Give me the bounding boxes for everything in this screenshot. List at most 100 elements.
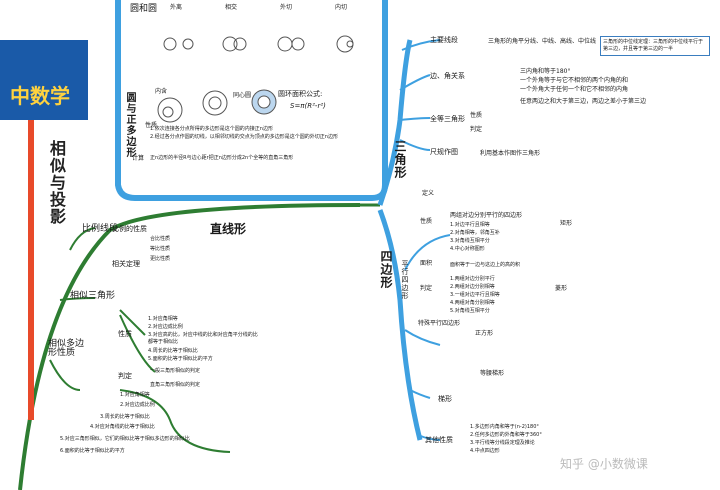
prop-segments: 比例线段 xyxy=(82,224,119,234)
nature-3: 3.对角线互相平分 xyxy=(450,238,490,244)
tri-branch-2 xyxy=(399,74,431,91)
tri-branch-4 xyxy=(399,139,431,151)
quad-branch-4 xyxy=(417,434,441,441)
angle-sum: 三内角和等于180° xyxy=(520,68,571,75)
prop-1: 合比性质 xyxy=(150,236,171,242)
nature-label: 性质 xyxy=(420,218,433,225)
sim-nature: 性质 xyxy=(118,330,132,338)
rel-1: 外离 xyxy=(170,4,183,11)
sim-2: 2.对应边成比例 xyxy=(148,324,183,330)
poly-4: 4.对应对角线的比等于相似比 xyxy=(90,424,155,430)
area-text: 面积等于一边与这边上的高的积 xyxy=(450,262,521,268)
similar-triangles: 相似三角形 xyxy=(70,291,116,301)
exterior2: 一个外角大于任何一个和它不相邻的内角 xyxy=(520,86,629,93)
red-spine xyxy=(28,120,34,420)
define-label: 定义 xyxy=(422,190,435,197)
prop-3: 更比性质 xyxy=(150,256,171,262)
special-label: 特殊平行四边形 xyxy=(418,320,461,327)
rel-4: 内切 xyxy=(335,4,348,11)
judge-5: 5.对角线互相平分 xyxy=(450,308,490,314)
other-4: 4.中点四边形 xyxy=(470,448,500,454)
define-text: 两组对边分别平行的四边形 xyxy=(450,212,523,219)
parallelogram-label: 平行四边形 xyxy=(400,260,409,303)
rel-6: 同心圆 xyxy=(233,92,252,99)
other-2: 2.任何多边形的外角和等于360° xyxy=(470,432,542,438)
sim-judge-branch xyxy=(119,314,156,373)
poly-3: 3.周长的比等于相似比 xyxy=(100,414,150,420)
logo-text: 中数学 xyxy=(10,84,70,108)
related-concepts: 相关定理 xyxy=(112,260,140,268)
rect-label: 矩形 xyxy=(560,220,573,227)
sim-5: 5.面积的比等于相似比的平方 xyxy=(148,356,213,362)
sim-1: 1.对应角相等 xyxy=(148,316,178,322)
midline-note: 三角形的中位线定理：三角形的中位线平行于第三边，并且等于第三边的一半 xyxy=(600,36,710,56)
ring-icon xyxy=(251,89,277,115)
left-title: 相似与投影 xyxy=(47,140,66,225)
poly-2: 2.对应边成比例 xyxy=(120,402,155,408)
props-text: 1.依次连接各分点所得的多边形是这个圆的内接正n边形 xyxy=(150,126,273,132)
parallelogram-text: 平行四边形 xyxy=(401,260,409,300)
circle-side-label: 圆和圆 xyxy=(130,4,158,14)
quad-trunk xyxy=(377,209,423,441)
congruent-judge: 判定 xyxy=(470,126,483,133)
ruler-text: 利用基本作图作三角形 xyxy=(480,150,541,157)
prop-props: 比例的性质 xyxy=(112,225,147,233)
area-label: 面积 xyxy=(420,260,433,267)
poly-1: 1.对应角相等 xyxy=(120,392,150,398)
judge-label: 判定 xyxy=(420,285,433,292)
triangle-title: 三角形 xyxy=(392,140,409,182)
ring-area-formula: S=π(R²-r²) xyxy=(290,102,326,110)
congruent-prop: 性质 xyxy=(470,112,483,119)
other-1: 1.多边形内角和等于(n-2)180° xyxy=(470,424,539,430)
nature-4: 4.中心对称图形 xyxy=(450,246,485,252)
judge-1: 1.两组对边分别平行 xyxy=(450,276,495,282)
quad-branch-2 xyxy=(404,329,441,346)
circle-relations: 外离 相交 外切 内切 xyxy=(150,4,380,53)
concentric-circle-icon xyxy=(202,90,228,116)
quad-title: 四边形 xyxy=(378,250,395,292)
left-branch-1 xyxy=(69,227,96,251)
sim-4: 4.周长的比等于相似比 xyxy=(148,348,198,354)
left-trunk xyxy=(18,203,361,490)
tri-branch-3 xyxy=(399,117,431,121)
square-label: 正方形 xyxy=(475,330,494,337)
polygon-title: 圆与正多边形 xyxy=(124,92,135,158)
rel-3: 外切 xyxy=(280,4,293,11)
quad-branch-1 xyxy=(404,234,451,271)
quad-branch-3 xyxy=(409,389,431,399)
rel-2: 相交 xyxy=(225,4,238,11)
triangle-title-text: 三角形 xyxy=(393,140,407,179)
sim-3: 3.对应高的比，对应中线的比和对应角平分线的比都等于相似比 xyxy=(148,332,258,345)
prop-2: 等比性质 xyxy=(150,246,171,252)
right-judge: 直角三角形相似的判定 xyxy=(150,382,201,388)
polygon-branch xyxy=(119,389,231,453)
logo-panel: 中数学 xyxy=(0,40,88,120)
sim-nature-branch xyxy=(119,309,146,336)
judge-3: 3.一组对边平行且相等 xyxy=(450,292,500,298)
calc-label: 计算 xyxy=(132,155,145,162)
watermark: 知乎 @小数微课 xyxy=(560,457,648,471)
judge-4: 4.两组对角分别相等 xyxy=(450,300,495,306)
isosceles-label: 等腰梯形 xyxy=(480,370,505,377)
sim-judge: 判定 xyxy=(118,372,132,380)
straight-shape-title: 直线形 xyxy=(210,222,247,236)
nested-circle-icon xyxy=(157,97,183,123)
nature-2: 2.对角相等，邻角互补 xyxy=(450,230,500,236)
rhombus-label: 菱形 xyxy=(555,285,568,292)
main-lines-label: 主要线段 xyxy=(430,36,458,44)
quad-title-text: 四边形 xyxy=(379,250,393,289)
triangle-trunk xyxy=(377,39,413,206)
judge-2: 2.两组对边分别相等 xyxy=(450,284,495,290)
other-3: 3.平行线等分线段定理及推论 xyxy=(470,440,535,446)
calc-text: 正n边形的半径R与边心距r把正n边形分成2n个全等的直角三角形 xyxy=(150,155,294,161)
poly-6: 6.面积的比等于相似比的平方 xyxy=(60,448,125,454)
main-lines-items: 三角形的角平分线、中线、高线、中位线 xyxy=(488,38,597,45)
left-branch-2 xyxy=(59,297,96,301)
poly-5: 5.对应三角形相似，它们的相似比等于相似多边形的相似比 xyxy=(60,436,190,442)
tri-branch-1 xyxy=(401,39,441,51)
exterior: 一个外角等于与它不相邻的两个内角的和 xyxy=(520,77,629,84)
left-branch-3 xyxy=(49,359,81,391)
side-relation: 任意两边之和大于第三边，两边之差小于第三边 xyxy=(520,98,647,105)
rel-5: 内含 xyxy=(155,88,168,95)
